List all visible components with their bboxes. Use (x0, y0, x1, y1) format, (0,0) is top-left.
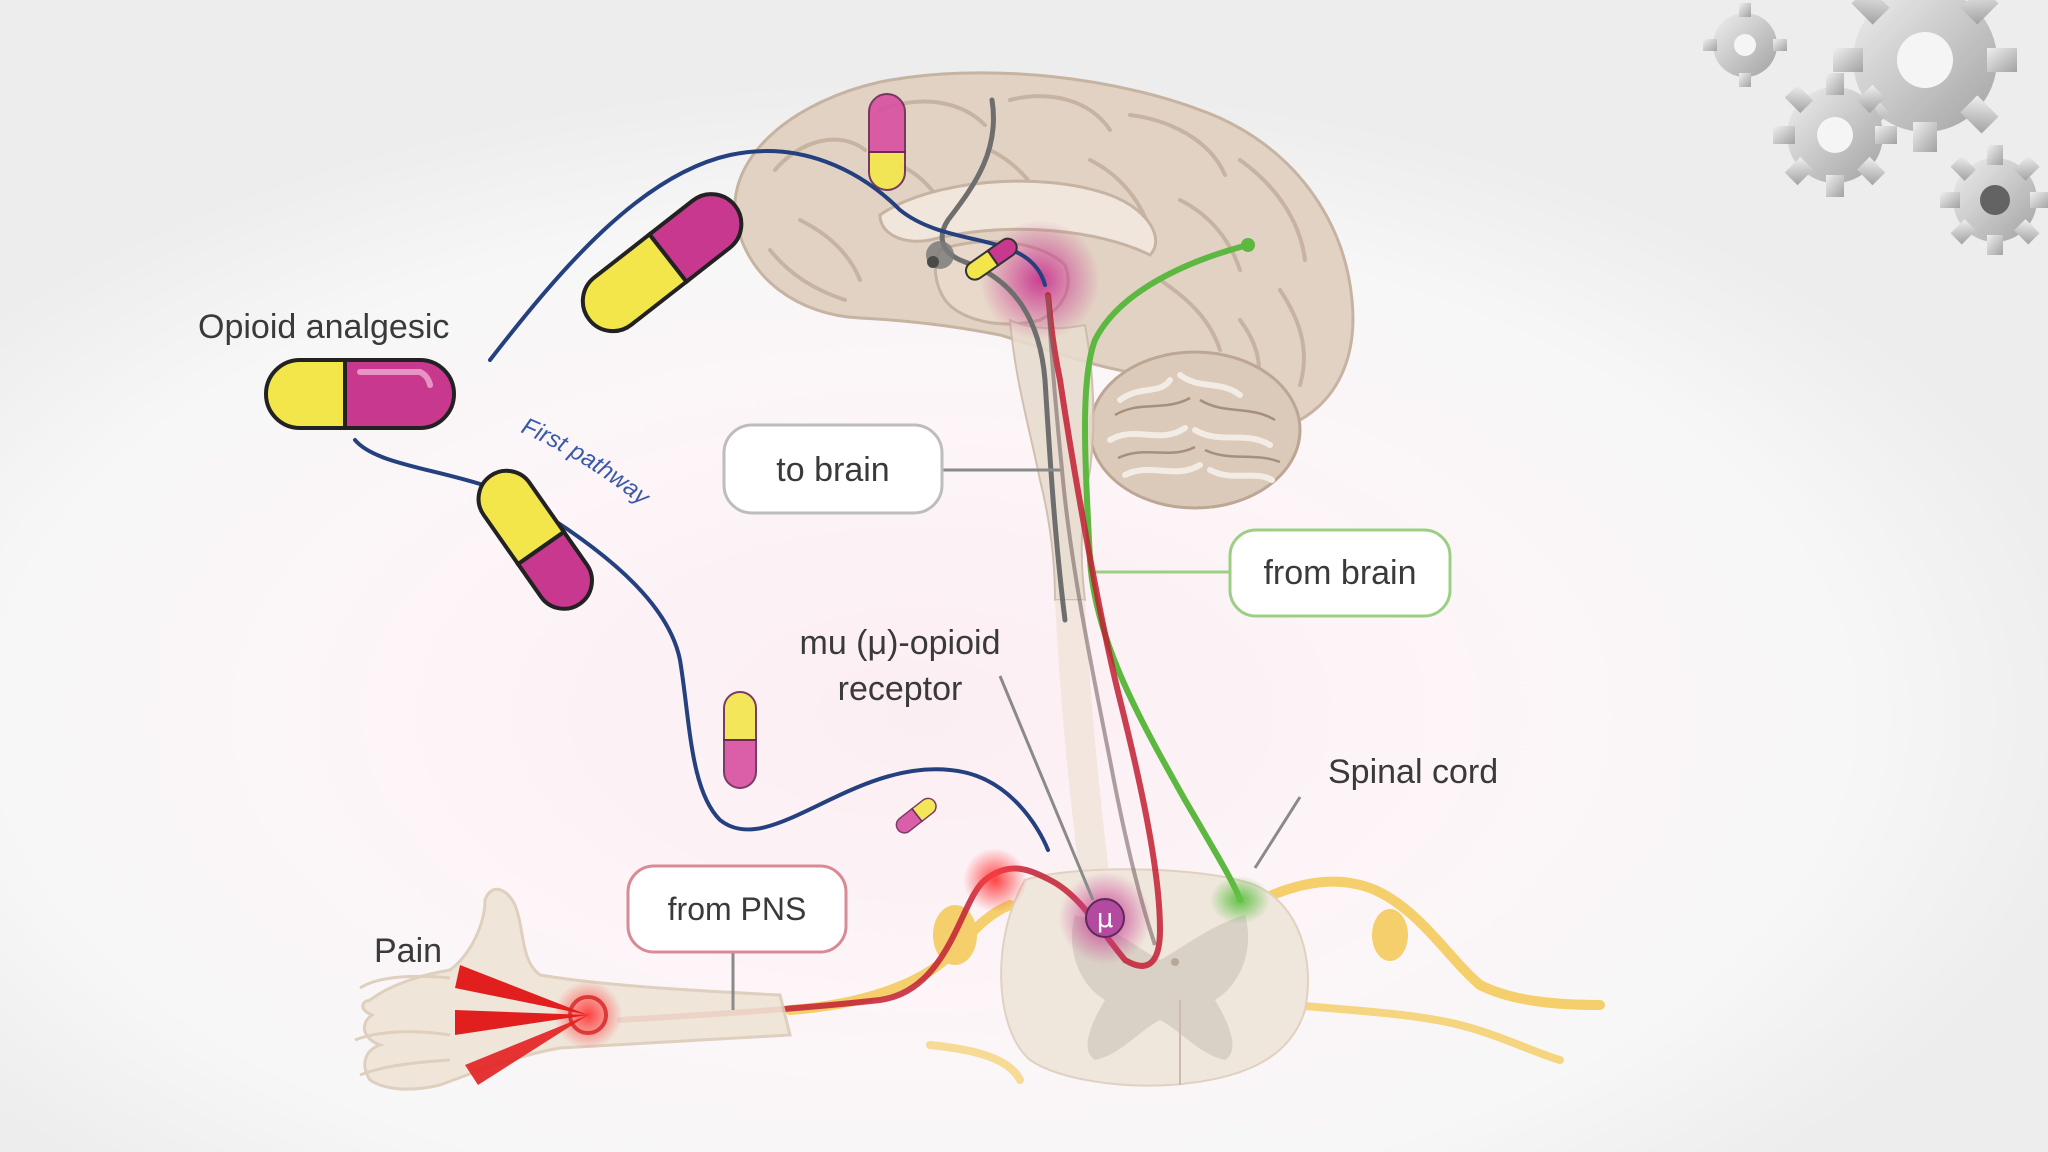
cerebellum (1088, 350, 1302, 510)
mu-opioid-receptor: μ (1059, 872, 1151, 964)
opioid-analgesic-label: Opioid analgesic (198, 308, 449, 346)
mu-symbol: μ (1097, 904, 1114, 934)
from-brain-box: from brain (1228, 528, 1452, 618)
label-leaders (731, 468, 1302, 1010)
capsule-mid (723, 691, 757, 789)
capsule-top (868, 93, 906, 191)
grey-pathway (926, 97, 1068, 623)
spinal-cord-section (785, 868, 1605, 1087)
pain-label: Pain (374, 932, 442, 970)
mu-receptor-label-line1: mu (μ)-opioid (800, 624, 1001, 662)
opioid-capsule-main (264, 358, 456, 430)
mu-receptor-label-line2: receptor (838, 670, 963, 708)
to-brain-box: to brain (722, 423, 944, 515)
ascending-pathway (617, 292, 1164, 1023)
capsule-second-pathway (580, 192, 744, 334)
to-brain-label: to brain (776, 451, 889, 489)
capsule-brain-small (965, 237, 1018, 281)
gears-decoration (1703, 0, 2048, 255)
from-pns-box: from PNS (626, 864, 848, 954)
second-pathway-label: Second pathway (0, 425, 22, 458)
capsule-first-pathway (476, 468, 594, 611)
from-brain-label: from brain (1263, 554, 1416, 592)
capsule-tiny (895, 797, 937, 834)
spinal-cord-label: Spinal cord (1328, 753, 1498, 791)
from-pns-label: from PNS (668, 891, 807, 927)
pain-indicator (455, 965, 622, 1085)
second-pathway-line (488, 149, 1047, 362)
